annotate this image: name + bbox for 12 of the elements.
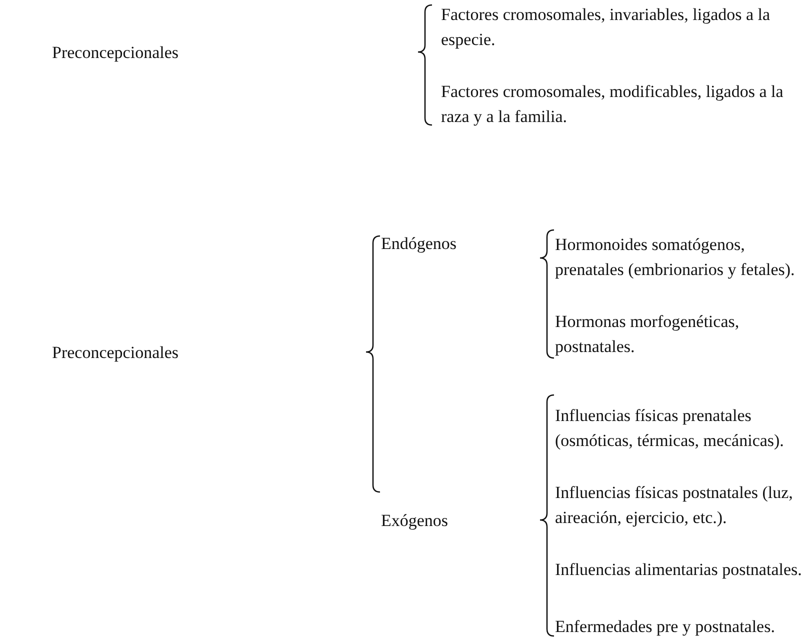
factor-text: Influencias alimentarias postnatales. [555, 557, 810, 582]
factor-text: Factores cromosomales, invariables, ligados a la especie. [441, 2, 806, 52]
subcategory-label: Endógenos [381, 231, 481, 256]
factor-text: Enfermedades pre y postnatales. [555, 614, 810, 639]
subcategory-label: Exógenos [381, 508, 481, 533]
factor-text: Hormonas morfogenéticas, postnatales. [555, 309, 810, 359]
factor-text: Factores cromosomales, modificables, ligados a la raza y a la familia. [441, 79, 806, 129]
factor-text: Influencias físicas prenatales (osmóticas, térmicas, mecánicas). [555, 403, 810, 453]
factor-text: Hormonoides somatógenos, prenatales (embrionarios y fetales). [555, 232, 810, 282]
factor-text: Influencias físicas postnatales (luz, aireación, ejercicio, etc.). [555, 480, 810, 530]
category-label: Preconcepcionales [52, 40, 202, 65]
category-label: Preconcepcionales [52, 340, 202, 365]
